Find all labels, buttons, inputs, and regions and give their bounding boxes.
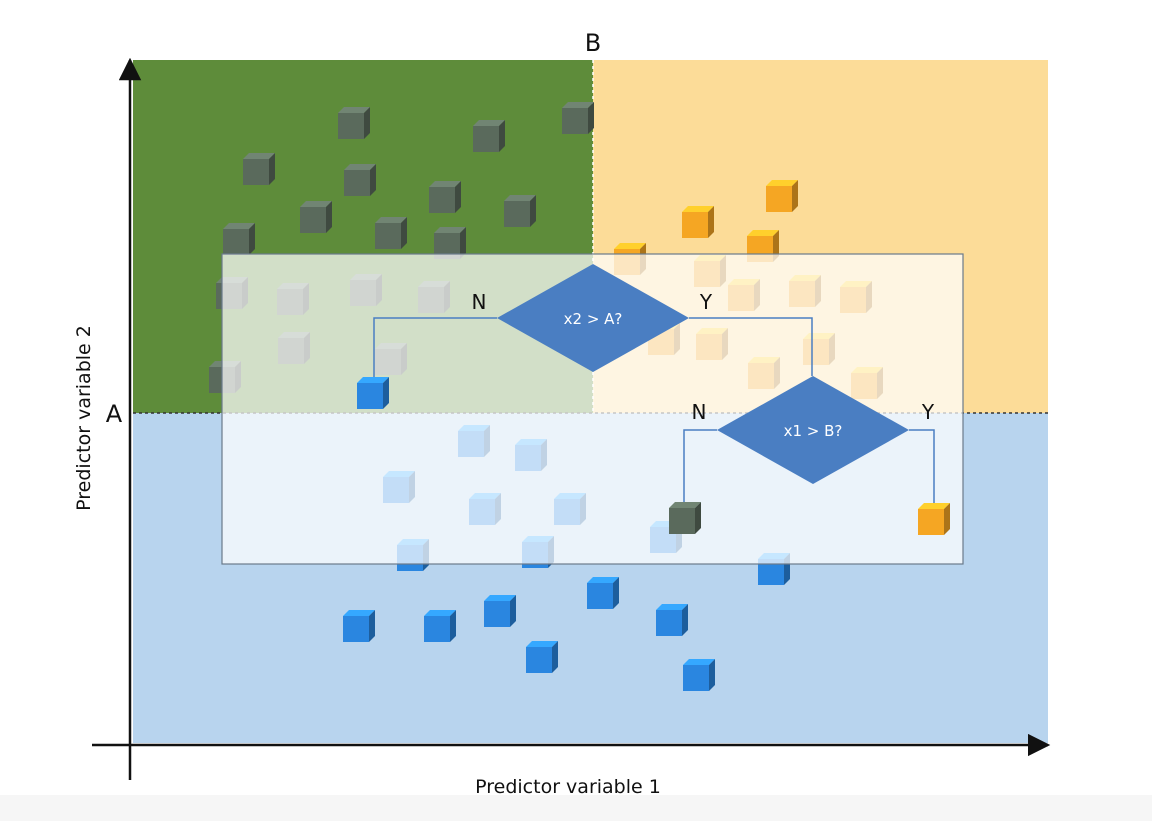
green-cube bbox=[473, 120, 505, 152]
blue-cube bbox=[343, 610, 375, 642]
root-no-branch bbox=[373, 317, 497, 382]
child-yes-label: Y bbox=[921, 400, 935, 424]
green-cube bbox=[429, 181, 461, 213]
green-cube bbox=[300, 201, 332, 233]
leaf-orange-cube bbox=[918, 503, 950, 535]
leaf-cubes bbox=[357, 377, 950, 535]
x-split-label: B bbox=[585, 29, 601, 57]
root-no-label: N bbox=[472, 290, 487, 314]
child-no-label: N bbox=[692, 400, 707, 424]
green-cube bbox=[338, 107, 370, 139]
child-yes-branch bbox=[909, 429, 935, 508]
leaf-green-cube bbox=[669, 502, 701, 534]
green-cube bbox=[375, 217, 407, 249]
orange-cube bbox=[682, 206, 714, 238]
green-cube bbox=[344, 164, 376, 196]
y-axis-label: Predictor variable 2 bbox=[73, 325, 95, 511]
leaf-blue-cube bbox=[357, 377, 389, 409]
blue-cube bbox=[587, 577, 619, 609]
y-split-label: A bbox=[106, 400, 123, 428]
orange-cube bbox=[766, 180, 798, 212]
green-cube bbox=[223, 223, 255, 255]
blue-cube bbox=[656, 604, 688, 636]
child-question: x1 > B? bbox=[784, 422, 843, 440]
child-no-branch bbox=[683, 429, 717, 508]
blue-cube bbox=[526, 641, 558, 673]
green-cube bbox=[562, 102, 594, 134]
green-cube bbox=[243, 153, 275, 185]
blue-cube bbox=[683, 659, 715, 691]
child-decision-node bbox=[717, 376, 909, 484]
root-yes-branch bbox=[689, 317, 813, 376]
root-question: x2 > A? bbox=[564, 310, 623, 328]
root-decision-node bbox=[497, 264, 689, 372]
blue-cube bbox=[484, 595, 516, 627]
bottom-strip bbox=[0, 795, 1152, 821]
x-axis-label: Predictor variable 1 bbox=[475, 776, 661, 798]
root-yes-label: Y bbox=[699, 290, 713, 314]
green-cube bbox=[504, 195, 536, 227]
blue-cube bbox=[424, 610, 456, 642]
